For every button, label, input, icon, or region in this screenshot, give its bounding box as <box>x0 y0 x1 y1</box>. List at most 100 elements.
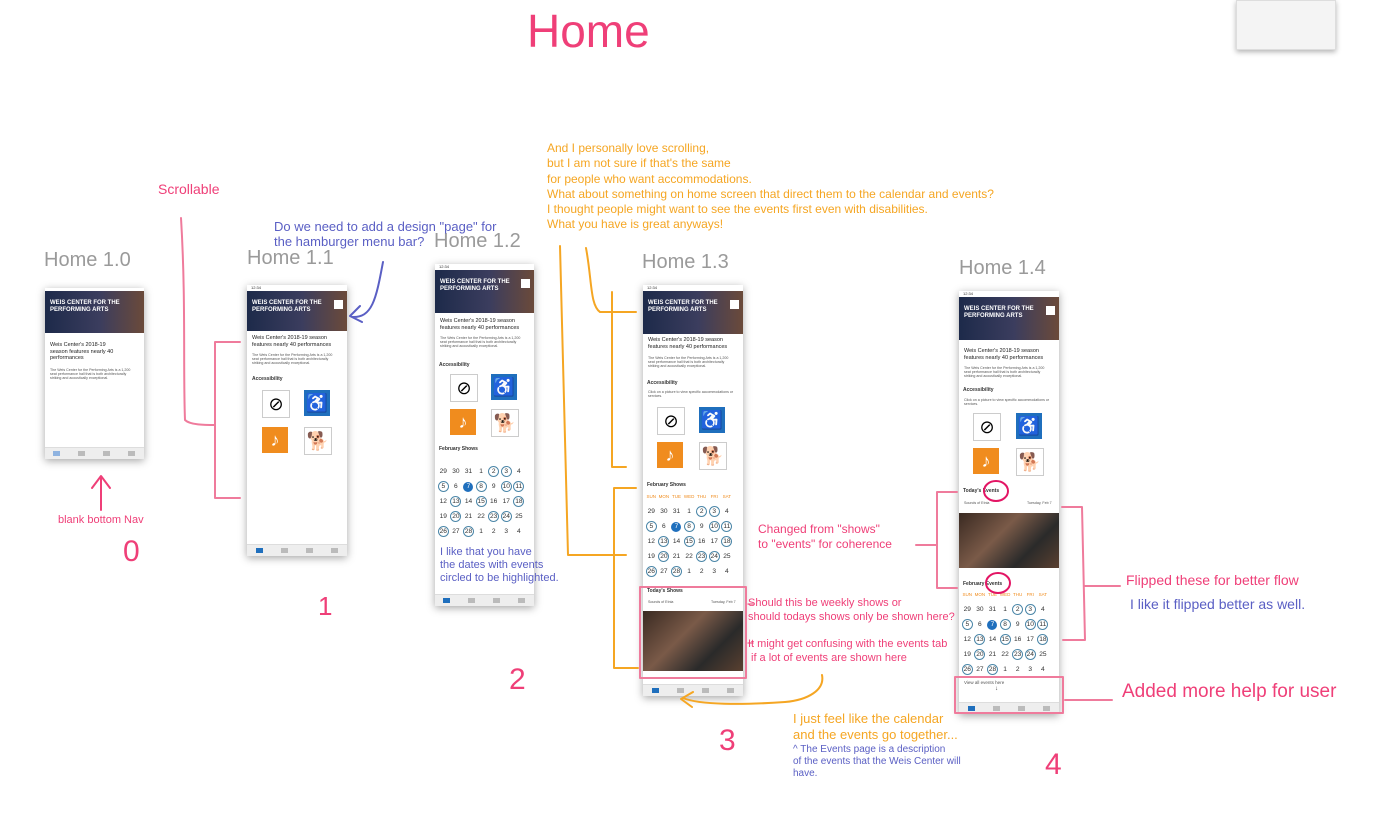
calendar-day[interactable]: 2 <box>487 528 500 535</box>
calendar-day[interactable]: 4 <box>721 508 734 515</box>
calendar-day[interactable]: 4 <box>1037 666 1050 673</box>
nav-home-icon[interactable] <box>256 548 263 553</box>
calendar-day[interactable]: 30 <box>658 508 671 515</box>
calendar-day[interactable]: 10 <box>708 521 721 532</box>
calendar-day[interactable]: 7 <box>986 619 999 630</box>
calendar-day[interactable]: 15 <box>683 536 696 547</box>
nav-calendar-icon[interactable] <box>281 548 288 553</box>
calendar-day[interactable]: 4 <box>513 468 526 475</box>
bottom-nav[interactable] <box>247 544 347 556</box>
eye-slash-icon[interactable]: ⊘ <box>262 390 290 418</box>
nav-home-icon[interactable] <box>968 706 975 711</box>
calendar-day[interactable]: 2 <box>1011 666 1024 673</box>
nav-home-icon[interactable] <box>652 688 659 693</box>
calendar-day[interactable]: 1 <box>475 528 488 535</box>
calendar-day[interactable]: 17 <box>500 498 513 505</box>
nav-home-icon[interactable] <box>443 598 450 603</box>
nav-calendar-icon[interactable] <box>993 706 1000 711</box>
nav-calendar-icon[interactable] <box>677 688 684 693</box>
calendar-day[interactable]: 5 <box>645 521 658 532</box>
hamburger-menu-icon[interactable] <box>730 300 739 309</box>
calendar-day[interactable]: 22 <box>683 553 696 560</box>
service-dog-icon[interactable]: 🐕 <box>304 427 332 455</box>
calendar-day[interactable]: 1 <box>999 606 1012 613</box>
calendar-day[interactable]: 26 <box>645 566 658 577</box>
nav-more-icon[interactable] <box>128 451 135 456</box>
calendar-day[interactable]: 2 <box>487 466 500 477</box>
calendar-day[interactable]: 20 <box>974 649 987 660</box>
wheelchair-icon[interactable]: ♿ <box>491 374 517 400</box>
calendar-day[interactable]: 4 <box>1037 606 1050 613</box>
eye-slash-icon[interactable]: ⊘ <box>973 413 1001 441</box>
calendar-day[interactable]: 1 <box>683 508 696 515</box>
nav-more-icon[interactable] <box>518 598 525 603</box>
calendar-day[interactable]: 3 <box>500 528 513 535</box>
event-photo[interactable] <box>959 513 1059 568</box>
view-all-link[interactable]: View all events here <box>964 680 1005 685</box>
calendar-day[interactable]: 20 <box>658 551 671 562</box>
calendar-day[interactable]: 31 <box>462 468 475 475</box>
ear-icon[interactable]: ♪ <box>657 442 683 468</box>
calendar-day[interactable]: 21 <box>670 553 683 560</box>
calendar-day[interactable]: 9 <box>1011 621 1024 628</box>
nav-tickets-icon[interactable] <box>493 598 500 603</box>
service-dog-icon[interactable]: 🐕 <box>699 442 727 470</box>
calendar-day[interactable]: 2 <box>695 506 708 517</box>
ear-icon[interactable]: ♪ <box>262 427 288 453</box>
calendar-day[interactable]: 26 <box>961 664 974 675</box>
hamburger-menu-icon[interactable] <box>1046 306 1055 315</box>
calendar-day[interactable]: 10 <box>500 481 513 492</box>
calendar-day[interactable]: 3 <box>1024 666 1037 673</box>
calendar-day[interactable]: 27 <box>450 528 463 535</box>
calendar-day[interactable]: 12 <box>437 498 450 505</box>
calendar-day[interactable]: 1 <box>475 468 488 475</box>
eye-slash-icon[interactable]: ⊘ <box>657 407 685 435</box>
calendar-day[interactable]: 13 <box>450 496 463 507</box>
calendar-day[interactable]: 14 <box>986 636 999 643</box>
calendar-day[interactable]: 2 <box>695 568 708 575</box>
calendar-day[interactable]: 6 <box>658 523 671 530</box>
calendar-day[interactable]: 21 <box>986 651 999 658</box>
calendar-day[interactable]: 22 <box>475 513 488 520</box>
nav-more-icon[interactable] <box>1043 706 1050 711</box>
wheelchair-icon[interactable]: ♿ <box>699 407 725 433</box>
calendar-day[interactable]: 6 <box>974 621 987 628</box>
calendar-day[interactable]: 30 <box>450 468 463 475</box>
calendar-day[interactable]: 15 <box>475 496 488 507</box>
show-photo[interactable] <box>643 611 743 671</box>
calendar-day[interactable]: 9 <box>695 523 708 530</box>
calendar-day[interactable]: 18 <box>513 496 526 507</box>
calendar-day[interactable]: 11 <box>721 521 734 532</box>
calendar-day[interactable]: 31 <box>986 606 999 613</box>
hamburger-menu-icon[interactable] <box>521 279 530 288</box>
calendar-day[interactable]: 24 <box>708 551 721 562</box>
calendar-day[interactable]: 25 <box>721 553 734 560</box>
wheelchair-icon[interactable]: ♿ <box>1016 413 1042 439</box>
calendar-day[interactable]: 2 <box>1011 604 1024 615</box>
calendar-day[interactable]: 23 <box>695 551 708 562</box>
calendar-day[interactable]: 5 <box>437 481 450 492</box>
calendar-day[interactable]: 28 <box>462 526 475 537</box>
calendar-day[interactable]: 27 <box>974 666 987 673</box>
nav-tickets-icon[interactable] <box>702 688 709 693</box>
calendar-day[interactable]: 24 <box>500 511 513 522</box>
calendar-day[interactable]: 16 <box>695 538 708 545</box>
nav-tickets-icon[interactable] <box>103 451 110 456</box>
calendar-day[interactable]: 16 <box>1011 636 1024 643</box>
calendar-day[interactable]: 19 <box>437 513 450 520</box>
calendar-day[interactable]: 22 <box>999 651 1012 658</box>
calendar-day[interactable]: 9 <box>487 483 500 490</box>
calendar-day[interactable]: 18 <box>721 536 734 547</box>
calendar-day[interactable]: 28 <box>986 664 999 675</box>
nav-home-icon[interactable] <box>53 451 60 456</box>
bottom-nav[interactable] <box>435 594 534 606</box>
calendar-day[interactable]: 7 <box>462 481 475 492</box>
calendar-day[interactable]: 11 <box>1037 619 1050 630</box>
calendar-day[interactable]: 8 <box>999 619 1012 630</box>
calendar-day[interactable]: 25 <box>1037 651 1050 658</box>
